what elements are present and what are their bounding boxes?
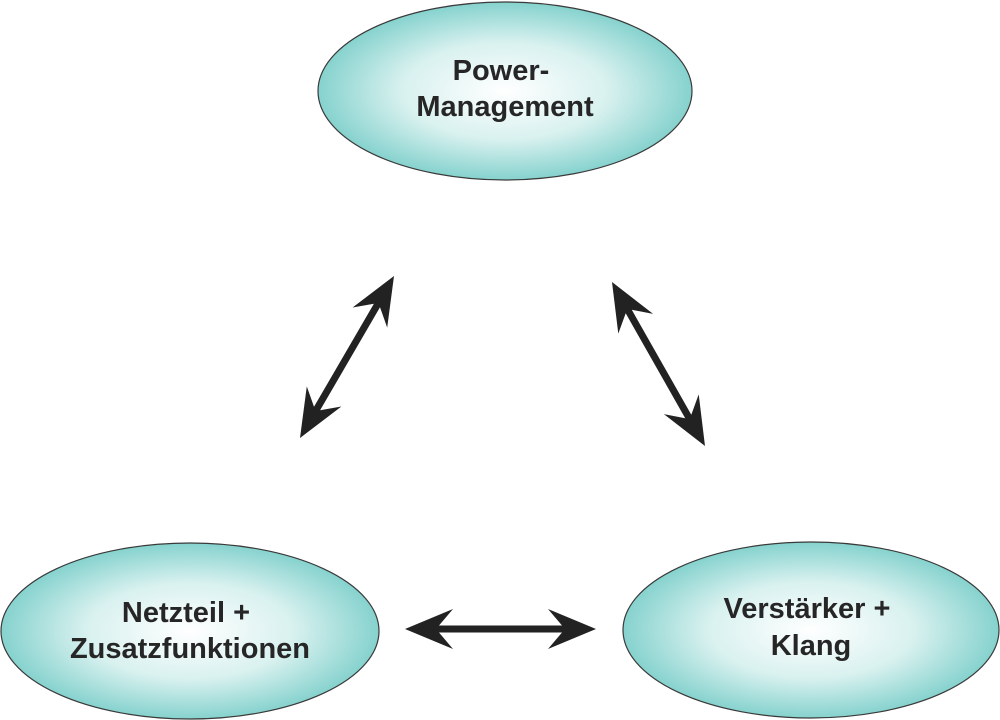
arrow-power-verstaerker-icon: [612, 282, 705, 446]
node-power-management-shape: [317, 1, 693, 181]
node-netzteil-line-2: Zusatzfunktionen: [70, 633, 310, 665]
node-verstaerker-label: Verstärker + Klang: [724, 593, 899, 662]
node-power-management-line-2: Management: [416, 91, 594, 123]
arrow-netzteil-verstaerker-icon: [405, 609, 596, 649]
node-verstaerker-line-1: Verstärker +: [724, 593, 891, 625]
arrow-power-netzteil-icon: [300, 276, 394, 438]
connection-arrows: [300, 276, 705, 649]
node-netzteil-line-1: Netzteil +: [122, 597, 250, 629]
node-netzteil-label: Netzteil + Zusatzfunktionen: [70, 597, 310, 665]
node-netzteil: Netzteil + Zusatzfunktionen: [0, 542, 380, 720]
node-verstaerker-shape: [622, 541, 1000, 719]
node-netzteil-shape: [0, 542, 380, 720]
node-power-management-line-1: Power-: [453, 55, 550, 87]
node-verstaerker-line-2: Klang: [771, 630, 852, 662]
node-power-management: Power- Management: [317, 1, 693, 181]
node-power-management-label: Power- Management: [416, 55, 594, 123]
node-verstaerker: Verstärker + Klang: [622, 541, 1000, 719]
